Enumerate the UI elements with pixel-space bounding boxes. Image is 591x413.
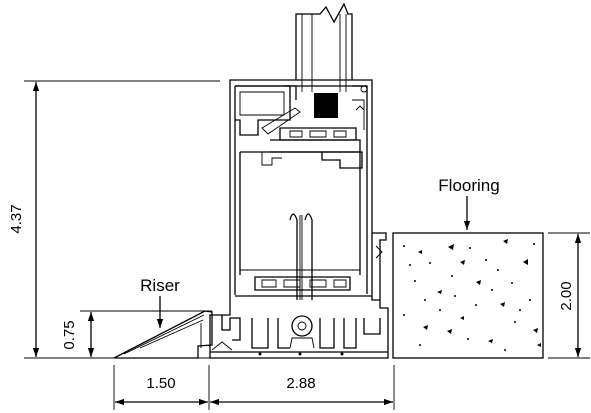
flooring-height-label: 2.00 <box>558 281 575 310</box>
total-height-label: 4.37 <box>8 204 25 233</box>
riser-label: Riser <box>140 276 180 295</box>
glass-panel <box>295 2 353 118</box>
dimension-flooring-height: 2.00 <box>548 232 590 359</box>
riser-width-label: 1.50 <box>146 375 175 392</box>
frame-profile <box>209 79 389 359</box>
riser-ramp: Riser <box>113 276 213 359</box>
dimension-bottom: 1.50 2.88 <box>113 365 395 410</box>
flooring-label: Flooring <box>438 176 499 195</box>
concrete-hatch <box>403 239 541 351</box>
riser-height-label: 0.75 <box>61 320 78 349</box>
flooring-block: Flooring <box>392 176 544 359</box>
dimension-total-height: 4.37 <box>8 80 225 359</box>
dimension-riser-height: 0.75 <box>61 310 212 357</box>
glazing-spacer <box>314 93 338 118</box>
frame-width-label: 2.88 <box>286 375 315 392</box>
